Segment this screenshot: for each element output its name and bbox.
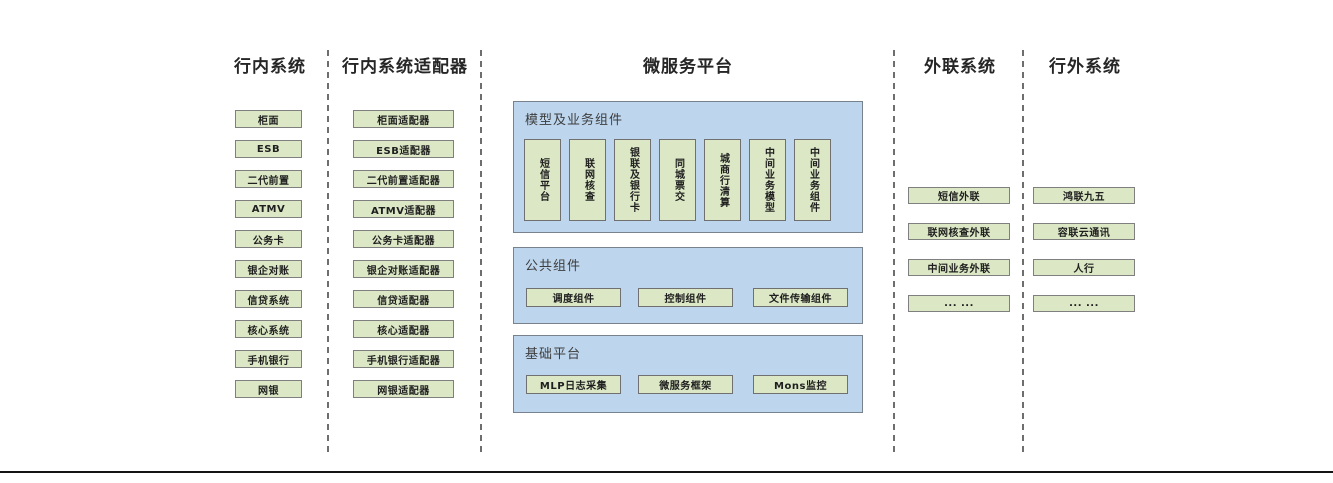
inbank-system-box: 公务卡 bbox=[235, 230, 302, 248]
inbank-system-box: ATMV bbox=[235, 200, 302, 218]
inbank-system-box: 网银 bbox=[235, 380, 302, 398]
adapter-box: 柜面适配器 bbox=[353, 110, 454, 128]
separator-dashed-line-3 bbox=[893, 50, 895, 452]
base-platform-box: 微服务框架 bbox=[638, 375, 733, 394]
adapter-box: 银企对账适配器 bbox=[353, 260, 454, 278]
model-component-box: 同城票交 bbox=[659, 139, 696, 221]
panel-common-components: 公共组件 调度组件 控制组件 文件传输组件 bbox=[513, 247, 863, 324]
panel-label: 模型及业务组件 bbox=[525, 113, 624, 128]
adapter-box: 信贷适配器 bbox=[353, 290, 454, 308]
inbank-system-box: 银企对账 bbox=[235, 260, 302, 278]
column-title-adapters: 行内系统适配器 bbox=[342, 57, 468, 77]
model-component-box: 城商行清算 bbox=[704, 139, 741, 221]
adapter-box: 核心适配器 bbox=[353, 320, 454, 338]
model-component-box: 中间业务组件 bbox=[794, 139, 831, 221]
adapter-box: 二代前置适配器 bbox=[353, 170, 454, 188]
outreach-system-box: 短信外联 bbox=[908, 187, 1010, 204]
base-platform-box: MLP日志采集 bbox=[526, 375, 621, 394]
inbank-system-box: 信贷系统 bbox=[235, 290, 302, 308]
outreach-system-box: 联网核查外联 bbox=[908, 223, 1010, 240]
inbank-system-box: 核心系统 bbox=[235, 320, 302, 338]
common-component-box: 控制组件 bbox=[638, 288, 733, 307]
inbank-system-box: 柜面 bbox=[235, 110, 302, 128]
adapter-box: ESB适配器 bbox=[353, 140, 454, 158]
adapter-box: 网银适配器 bbox=[353, 380, 454, 398]
panel-model-business-components: 模型及业务组件 短信平台 联网核查 银联及银行卡 同城票交 城商行清算 中间业务… bbox=[513, 101, 863, 233]
panel-base-platform: 基础平台 MLP日志采集 微服务框架 Mons监控 bbox=[513, 335, 863, 413]
separator-dashed-line-1 bbox=[327, 50, 329, 452]
external-system-box: 容联云通讯 bbox=[1033, 223, 1135, 240]
column-title-external: 行外系统 bbox=[1049, 57, 1121, 77]
common-component-box: 调度组件 bbox=[526, 288, 621, 307]
column-title-inbank: 行内系统 bbox=[234, 57, 306, 77]
model-component-box: 短信平台 bbox=[524, 139, 561, 221]
outreach-system-box: ... ... bbox=[908, 295, 1010, 312]
panel-label: 公共组件 bbox=[525, 259, 582, 274]
outreach-system-box: 中间业务外联 bbox=[908, 259, 1010, 276]
column-title-platform: 微服务平台 bbox=[643, 57, 733, 77]
panel-label: 基础平台 bbox=[525, 347, 582, 362]
separator-dashed-line-2 bbox=[480, 50, 482, 452]
model-component-box: 银联及银行卡 bbox=[614, 139, 651, 221]
model-component-box: 联网核查 bbox=[569, 139, 606, 221]
inbank-system-box: ESB bbox=[235, 140, 302, 158]
adapter-box: 公务卡适配器 bbox=[353, 230, 454, 248]
separator-dashed-line-4 bbox=[1022, 50, 1024, 452]
adapter-box: ATMV适配器 bbox=[353, 200, 454, 218]
inbank-system-box: 二代前置 bbox=[235, 170, 302, 188]
model-component-box: 中间业务模型 bbox=[749, 139, 786, 221]
column-title-outreach: 外联系统 bbox=[924, 57, 996, 77]
bottom-divider-line bbox=[0, 471, 1333, 473]
inbank-system-box: 手机银行 bbox=[235, 350, 302, 368]
adapter-box: 手机银行适配器 bbox=[353, 350, 454, 368]
external-system-box: 人行 bbox=[1033, 259, 1135, 276]
external-system-box: 鸿联九五 bbox=[1033, 187, 1135, 204]
base-platform-box: Mons监控 bbox=[753, 375, 848, 394]
external-system-box: ... ... bbox=[1033, 295, 1135, 312]
common-component-box: 文件传输组件 bbox=[753, 288, 848, 307]
